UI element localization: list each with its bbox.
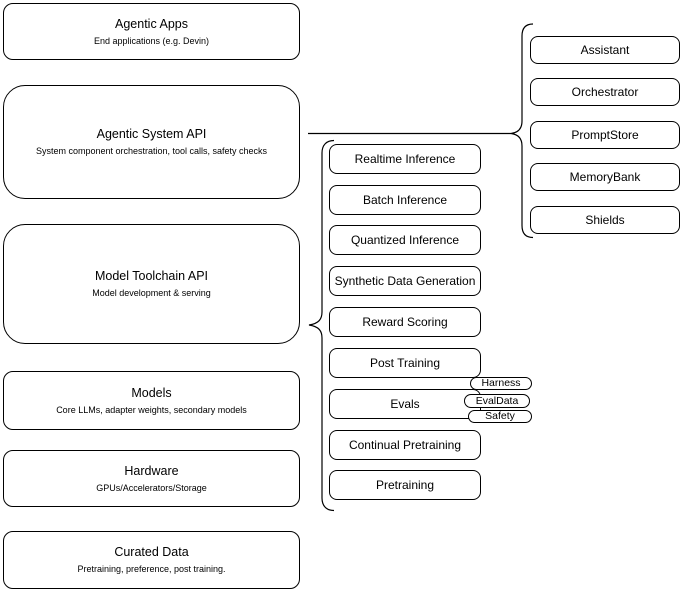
layer-title: Models — [131, 385, 172, 400]
layer-subtitle: GPUs/Accelerators/Storage — [96, 482, 207, 493]
layer-title: Hardware — [124, 463, 179, 478]
tag-label: Safety — [485, 410, 515, 422]
toolchain-components-brace — [308, 139, 335, 512]
node-label: Quantized Inference — [350, 233, 460, 247]
layer-title: Agentic System API — [96, 127, 207, 141]
box-orchestrator: Orchestrator — [530, 78, 680, 106]
box-hardware: Hardware GPUs/Accelerators/Storage — [3, 450, 300, 507]
box-agentic-system-api: Agentic System API System component orch… — [3, 85, 300, 199]
node-label: MemoryBank — [569, 170, 641, 184]
node-label: PromptStore — [571, 128, 639, 142]
tag-harness: Harness — [470, 377, 532, 390]
box-post-training: Post Training — [329, 348, 481, 378]
tag-safety: Safety — [468, 410, 532, 423]
layer-subtitle: System component orchestration, tool cal… — [35, 146, 268, 156]
tag-label: Harness — [481, 377, 521, 389]
layer-subtitle: Model development & serving — [92, 288, 211, 298]
node-label: Synthetic Data Generation — [334, 274, 476, 288]
box-model-toolchain-api: Model Toolchain API Model development & … — [3, 224, 300, 344]
layer-title: Curated Data — [114, 545, 189, 559]
box-curated-data: Curated Data Pretraining, preference, po… — [3, 531, 300, 589]
box-shields: Shields — [530, 206, 680, 234]
system-components-brace — [510, 23, 534, 239]
node-label: Realtime Inference — [354, 152, 456, 166]
tag-label: EvalData — [475, 394, 519, 407]
layer-subtitle: Core LLMs, adapter weights, secondary mo… — [56, 404, 247, 415]
layer-title: Model Toolchain API — [94, 269, 209, 283]
layer-subtitle: Pretraining, preference, post training. — [77, 564, 226, 574]
box-batch-inference: Batch Inference — [329, 185, 481, 215]
node-label: Shields — [585, 213, 625, 227]
node-label: Post Training — [369, 356, 441, 370]
node-label: Reward Scoring — [362, 315, 448, 329]
box-quantized-inference: Quantized Inference — [329, 225, 481, 255]
layer-title: Agentic Apps — [115, 16, 188, 31]
box-promptstore: PromptStore — [530, 121, 680, 149]
box-continual-pretraining: Continual Pretraining — [329, 430, 481, 460]
box-memorybank: MemoryBank — [530, 163, 680, 191]
node-label: Assistant — [580, 43, 630, 57]
node-label: Orchestrator — [571, 85, 639, 99]
layer-subtitle: End applications (e.g. Devin) — [93, 35, 210, 46]
box-reward-scoring: Reward Scoring — [329, 307, 481, 337]
node-label: Pretraining — [375, 478, 435, 492]
box-pretraining: Pretraining — [329, 470, 481, 500]
tag-evaldata: EvalData — [464, 394, 530, 408]
node-label: Continual Pretraining — [348, 438, 462, 452]
box-evals: Evals — [329, 389, 481, 419]
box-assistant: Assistant — [530, 36, 680, 64]
box-synthetic-data-generation: Synthetic Data Generation — [329, 266, 481, 296]
box-agentic-apps: Agentic Apps End applications (e.g. Devi… — [3, 3, 300, 60]
box-models: Models Core LLMs, adapter weights, secon… — [3, 371, 300, 430]
node-label: Batch Inference — [362, 193, 448, 207]
box-realtime-inference: Realtime Inference — [329, 144, 481, 174]
node-label: Evals — [390, 397, 420, 411]
